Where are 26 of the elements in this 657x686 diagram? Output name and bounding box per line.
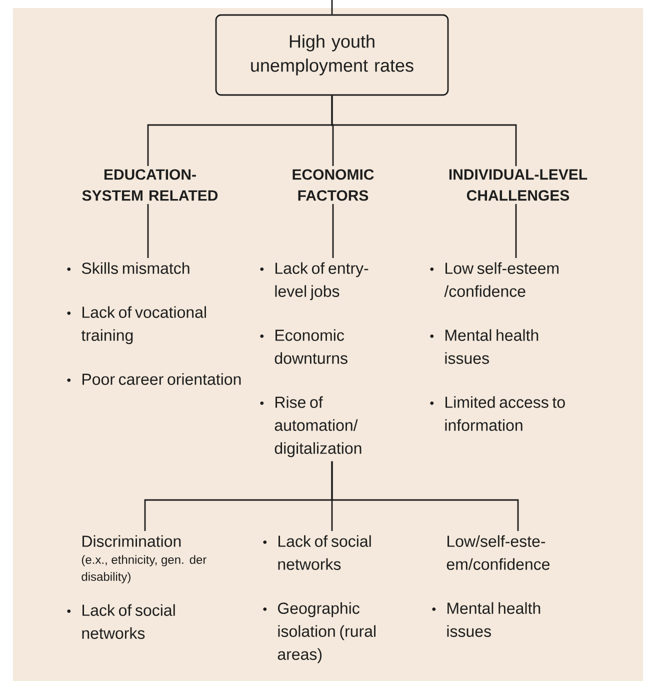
list-item: Lack of entry-level jobs [260,262,368,300]
column-heading: ECONOMIC FACTORS [292,169,374,201]
list-item: Limited access to information [430,396,565,431]
column-heading: EDUCATION-SYSTEM RELATED [82,169,218,201]
root-box: High youth unemployment rates [215,14,449,96]
list-item: Low/self-este- em/confidence [446,535,550,570]
connector-line [332,204,334,258]
connector-line [331,461,519,531]
list-item: Mental health issues [430,329,538,364]
connector-line [331,96,517,166]
connector-line [147,204,149,258]
list-item: (e.x., ethnicity, gen. der disability) [82,555,206,584]
list-item: Discrimination [82,535,181,547]
list-item: Skills mismatch [67,262,190,274]
list-item: Lack of social networks [263,535,371,570]
list-item: Economic downturns [260,329,348,364]
connector-line [331,0,333,14]
list-item: Lack of social networks [67,604,175,639]
list-item: Lack of vocational training [67,306,206,344]
list-item: Low self-esteem /confidence [430,262,558,297]
column-heading: INDIVIDUAL-LEVEL CHALLENGES [449,169,588,201]
list-item: Geographic isolation (rural areas) [263,602,376,664]
list-item: Poor career orientation [67,373,241,385]
list-item: Rise of automation/ digitalization [260,396,362,458]
connector-line [515,204,517,258]
list-item: Mental health issues [432,602,540,637]
